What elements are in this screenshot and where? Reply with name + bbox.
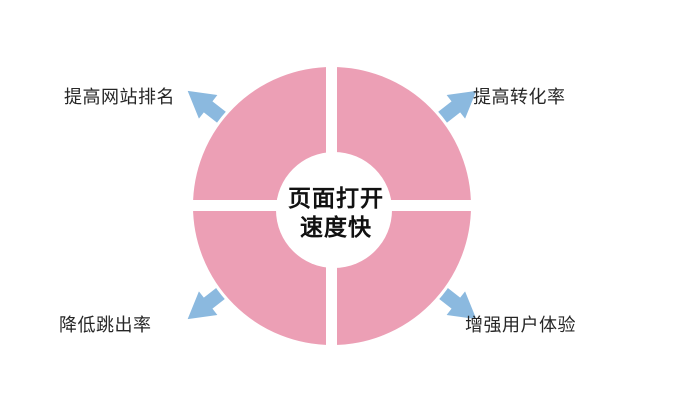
benefit-label-improve-conversion: 提高转化率 (473, 87, 566, 107)
center-title-line2: 速度快 (300, 214, 372, 241)
donut-center-hole (276, 152, 392, 268)
benefit-label-improve-ranking: 提高网站排名 (64, 87, 175, 107)
center-title: 页面打开 速度快 (256, 184, 416, 242)
center-title-line1: 页面打开 (288, 185, 384, 212)
benefit-label-enhance-experience: 增强用户体验 (465, 315, 576, 335)
benefit-label-reduce-bounce: 降低跳出率 (59, 315, 152, 335)
